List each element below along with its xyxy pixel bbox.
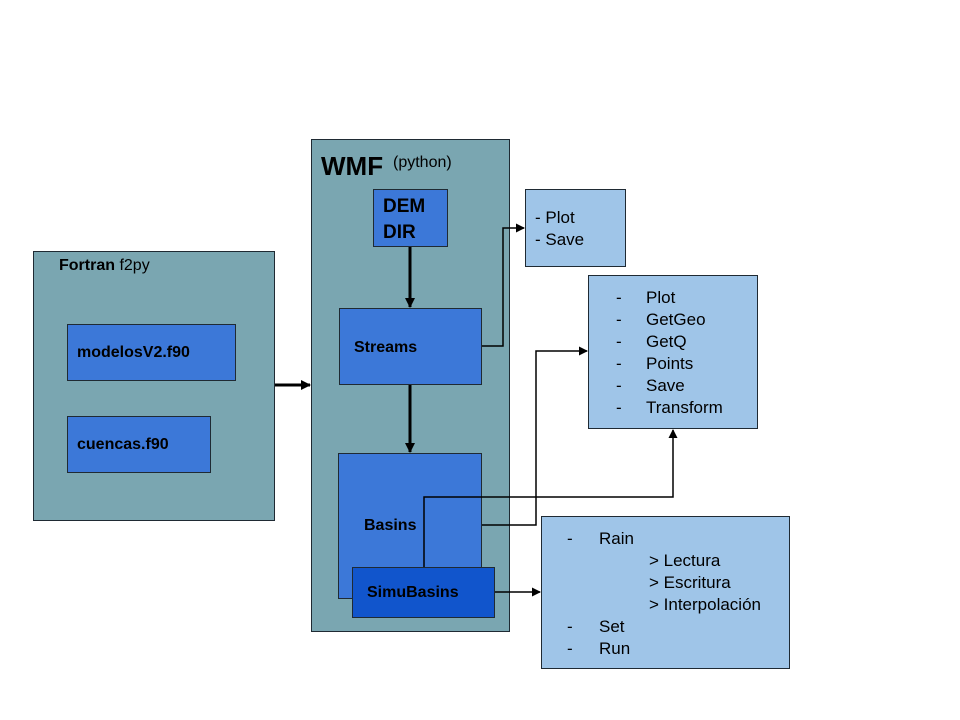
simu-item-run: Run — [599, 639, 631, 658]
wmf-title: WMF — [321, 151, 384, 181]
module-cuencas-label: cuencas.f90 — [77, 436, 169, 453]
streams-method-bullet: - — [616, 310, 622, 329]
simubasins-node: SimuBasins — [352, 567, 495, 618]
simu-bullet-run: - — [567, 639, 573, 658]
streams-method-item: Plot — [646, 288, 676, 307]
dem-dir-node: DEM DIR — [373, 189, 448, 247]
streams-label: Streams — [354, 339, 418, 356]
wmf-subtitle: (python) — [393, 154, 452, 171]
simu-item-set: Set — [599, 617, 625, 636]
dem-method-plot: - Plot — [535, 208, 575, 227]
streams-method-bullet: - — [616, 398, 622, 417]
simu-item-rain: Rain — [599, 529, 634, 548]
streams-method-item: GetQ — [646, 332, 687, 351]
simu-bullet-set: - — [567, 617, 573, 636]
rain-sub-escritura: > Escritura — [649, 573, 731, 592]
fortran-title: Fortran f2py — [59, 257, 150, 274]
rain-sub-lectura: > Lectura — [649, 551, 721, 570]
dem-method-save: - Save — [535, 230, 585, 249]
basins-label: Basins — [364, 517, 417, 534]
streams-method-item: GetGeo — [646, 310, 706, 329]
module-cuencas: cuencas.f90 — [67, 416, 211, 473]
simu-bullet-rain: - — [567, 529, 573, 548]
rain-sub-interpolacion: > Interpolación — [649, 595, 761, 614]
dir-label: DIR — [383, 222, 416, 243]
streams-method-item: Save — [646, 376, 685, 395]
dem-methods-box: - Plot - Save — [525, 189, 626, 267]
module-modelos: modelosV2.f90 — [67, 324, 236, 381]
streams-method-item: Points — [646, 354, 694, 373]
simu-methods-box: - Rain > Lectura > Escritura > Interpola… — [541, 516, 790, 669]
streams-method-bullet: - — [616, 376, 622, 395]
streams-methods-box: - Plot - GetGeo - GetQ - Points - Save - Transform — [588, 275, 758, 429]
module-modelos-label: modelosV2.f90 — [77, 344, 190, 361]
simubasins-label: SimuBasins — [367, 584, 459, 601]
dem-label: DEM — [383, 196, 426, 217]
streams-method-bullet: - — [616, 288, 622, 307]
fortran-container: Fortran f2py — [33, 251, 275, 521]
streams-method-bullet: - — [616, 354, 622, 373]
streams-method-bullet: - — [616, 332, 622, 351]
streams-method-item: Transform — [646, 398, 723, 417]
streams-node: Streams — [339, 308, 482, 385]
